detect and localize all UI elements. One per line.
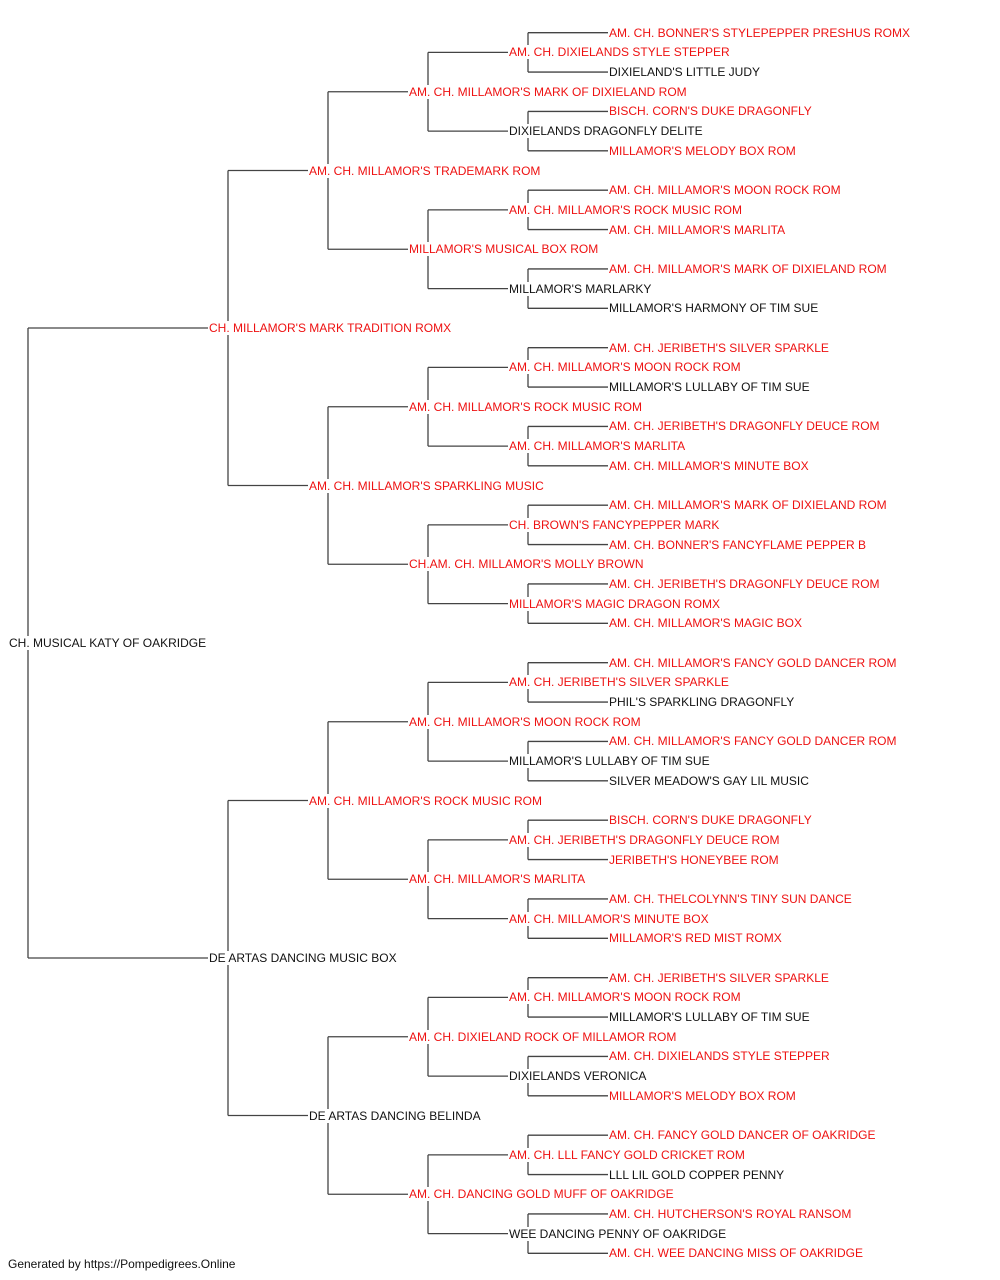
ancestor-sire-gen5: BISCH. CORN'S DUKE DRAGONFLY — [608, 813, 813, 828]
ancestor-dam-gen5: AM. CH. MILLAMOR'S MARLITA — [608, 222, 787, 237]
ancestor-sire-gen5: AM. CH. JERIBETH'S DRAGONFLY DEUCE ROM — [608, 576, 881, 591]
ancestor-dam-gen5: MILLAMOR'S LULLABY OF TIM SUE — [608, 380, 811, 395]
ancestor-sire-gen4: AM. CH. DIXIELANDS STYLE STEPPER — [508, 45, 731, 60]
ancestor-dam-gen4: MILLAMOR'S LULLABY OF TIM SUE — [508, 754, 711, 769]
ancestor-sire-gen3: AM. CH. MILLAMOR'S ROCK MUSIC ROM — [408, 399, 643, 414]
ancestor-dam-gen3: CH.AM. CH. MILLAMOR'S MOLLY BROWN — [408, 557, 645, 572]
ancestor-sire-gen5: BISCH. CORN'S DUKE DRAGONFLY — [608, 104, 813, 119]
ancestor-sire-gen4: AM. CH. LLL FANCY GOLD CRICKET ROM — [508, 1147, 746, 1162]
ancestor-dam-gen5: MILLAMOR'S HARMONY OF TIM SUE — [608, 301, 820, 316]
ancestor-sire-gen5: AM. CH. MILLAMOR'S MARK OF DIXIELAND ROM — [608, 261, 888, 276]
ancestor-sire-gen5: AM. CH. JERIBETH'S SILVER SPARKLE — [608, 340, 830, 355]
ancestor-sire-gen4: AM. CH. JERIBETH'S SILVER SPARKLE — [508, 675, 730, 690]
ancestor-sire-gen5: AM. CH. MILLAMOR'S MARK OF DIXIELAND ROM — [608, 498, 888, 513]
ancestor-sire-gen4: AM. CH. MILLAMOR'S MOON ROCK ROM — [508, 360, 742, 375]
ancestor-sire-gen5: AM. CH. MILLAMOR'S FANCY GOLD DANCER ROM — [608, 655, 898, 670]
ancestor-dam-gen5: MILLAMOR'S LULLABY OF TIM SUE — [608, 1010, 811, 1025]
ancestor-dam-gen4: DIXIELANDS VERONICA — [508, 1069, 648, 1084]
ancestor-sire-gen3: AM. CH. DIXIELAND ROCK OF MILLAMOR ROM — [408, 1029, 678, 1044]
ancestor-dam-gen4: AM. CH. MILLAMOR'S MARLITA — [508, 439, 687, 454]
ancestor-sire-gen5: AM. CH. FANCY GOLD DANCER OF OAKRIDGE — [608, 1128, 877, 1143]
ancestor-sire-gen5: AM. CH. HUTCHERSON'S ROYAL RANSOM — [608, 1206, 853, 1221]
ancestor-sire-gen2: AM. CH. MILLAMOR'S TRADEMARK ROM — [308, 163, 542, 178]
ancestor-dam-gen4: MILLAMOR'S MAGIC DRAGON ROMX — [508, 596, 721, 611]
ancestor-dam-gen5: AM. CH. MILLAMOR'S MINUTE BOX — [608, 458, 810, 473]
ancestor-dam-gen1: DE ARTAS DANCING MUSIC BOX — [208, 951, 398, 965]
ancestor-dam-gen5: JERIBETH'S HONEYBEE ROM — [608, 852, 780, 867]
ancestor-sire-gen4: AM. CH. JERIBETH'S DRAGONFLY DEUCE ROM — [508, 832, 781, 847]
ancestor-dam-gen4: MILLAMOR'S MARLARKY — [508, 281, 653, 296]
ancestor-sire-gen1: CH. MILLAMOR'S MARK TRADITION ROMX — [208, 321, 453, 335]
ancestor-sire-gen4: CH. BROWN'S FANCYPEPPER MARK — [508, 517, 721, 532]
generated-by-footer: Generated by https://Pompedigrees.Online — [8, 1257, 236, 1271]
ancestor-sire-gen2: AM. CH. MILLAMOR'S ROCK MUSIC ROM — [308, 793, 543, 808]
ancestor-dam-gen3: AM. CH. DANCING GOLD MUFF OF OAKRIDGE — [408, 1187, 675, 1202]
ancestor-sire-gen5: AM. CH. MILLAMOR'S FANCY GOLD DANCER ROM — [608, 734, 898, 749]
ancestor-sire-gen5: AM. CH. BONNER'S STYLEPEPPER PRESHUS ROM… — [608, 25, 912, 40]
ancestor-sire-gen3: AM. CH. MILLAMOR'S MOON ROCK ROM — [408, 714, 642, 729]
ancestor-dam-gen3: AM. CH. MILLAMOR'S MARLITA — [408, 872, 587, 887]
ancestor-sire-gen5: AM. CH. THELCOLYNN'S TINY SUN DANCE — [608, 891, 853, 906]
ancestor-dam-gen5: LLL LIL GOLD COPPER PENNY — [608, 1167, 786, 1182]
ancestor-sire-gen4: AM. CH. MILLAMOR'S ROCK MUSIC ROM — [508, 202, 743, 217]
ancestor-sire-gen5: AM. CH. JERIBETH'S SILVER SPARKLE — [608, 970, 830, 985]
ancestor-dam-gen5: AM. CH. BONNER'S FANCYFLAME PEPPER B — [608, 537, 868, 552]
ancestor-dam-gen2: DE ARTAS DANCING BELINDA — [308, 1108, 482, 1123]
ancestor-dam-gen4: DIXIELANDS DRAGONFLY DELITE — [508, 124, 704, 139]
subject-dog-name: CH. MUSICAL KATY OF OAKRIDGE — [8, 636, 208, 650]
ancestor-dam-gen5: DIXIELAND'S LITTLE JUDY — [608, 65, 761, 80]
ancestor-sire-gen3: AM. CH. MILLAMOR'S MARK OF DIXIELAND ROM — [408, 84, 688, 99]
ancestor-dam-gen5: MILLAMOR'S MELODY BOX ROM — [608, 143, 797, 158]
ancestor-dam-gen5: MILLAMOR'S RED MIST ROMX — [608, 931, 783, 946]
ancestor-dam-gen5: SILVER MEADOW'S GAY LIL MUSIC — [608, 773, 810, 788]
ancestor-sire-gen5: AM. CH. JERIBETH'S DRAGONFLY DEUCE ROM — [608, 419, 881, 434]
ancestor-sire-gen4: AM. CH. MILLAMOR'S MOON ROCK ROM — [508, 990, 742, 1005]
ancestor-sire-gen5: AM. CH. DIXIELANDS STYLE STEPPER — [608, 1049, 831, 1064]
ancestor-dam-gen3: MILLAMOR'S MUSICAL BOX ROM — [408, 242, 600, 257]
ancestor-dam-gen2: AM. CH. MILLAMOR'S SPARKLING MUSIC — [308, 478, 545, 493]
ancestor-dam-gen5: AM. CH. MILLAMOR'S MAGIC BOX — [608, 616, 803, 631]
ancestor-dam-gen5: PHIL'S SPARKLING DRAGONFLY — [608, 695, 796, 710]
ancestor-dam-gen5: AM. CH. WEE DANCING MISS OF OAKRIDGE — [608, 1246, 865, 1261]
ancestor-sire-gen5: AM. CH. MILLAMOR'S MOON ROCK ROM — [608, 183, 842, 198]
ancestor-dam-gen5: MILLAMOR'S MELODY BOX ROM — [608, 1088, 797, 1103]
ancestor-dam-gen4: WEE DANCING PENNY OF OAKRIDGE — [508, 1226, 728, 1241]
ancestor-dam-gen4: AM. CH. MILLAMOR'S MINUTE BOX — [508, 911, 710, 926]
